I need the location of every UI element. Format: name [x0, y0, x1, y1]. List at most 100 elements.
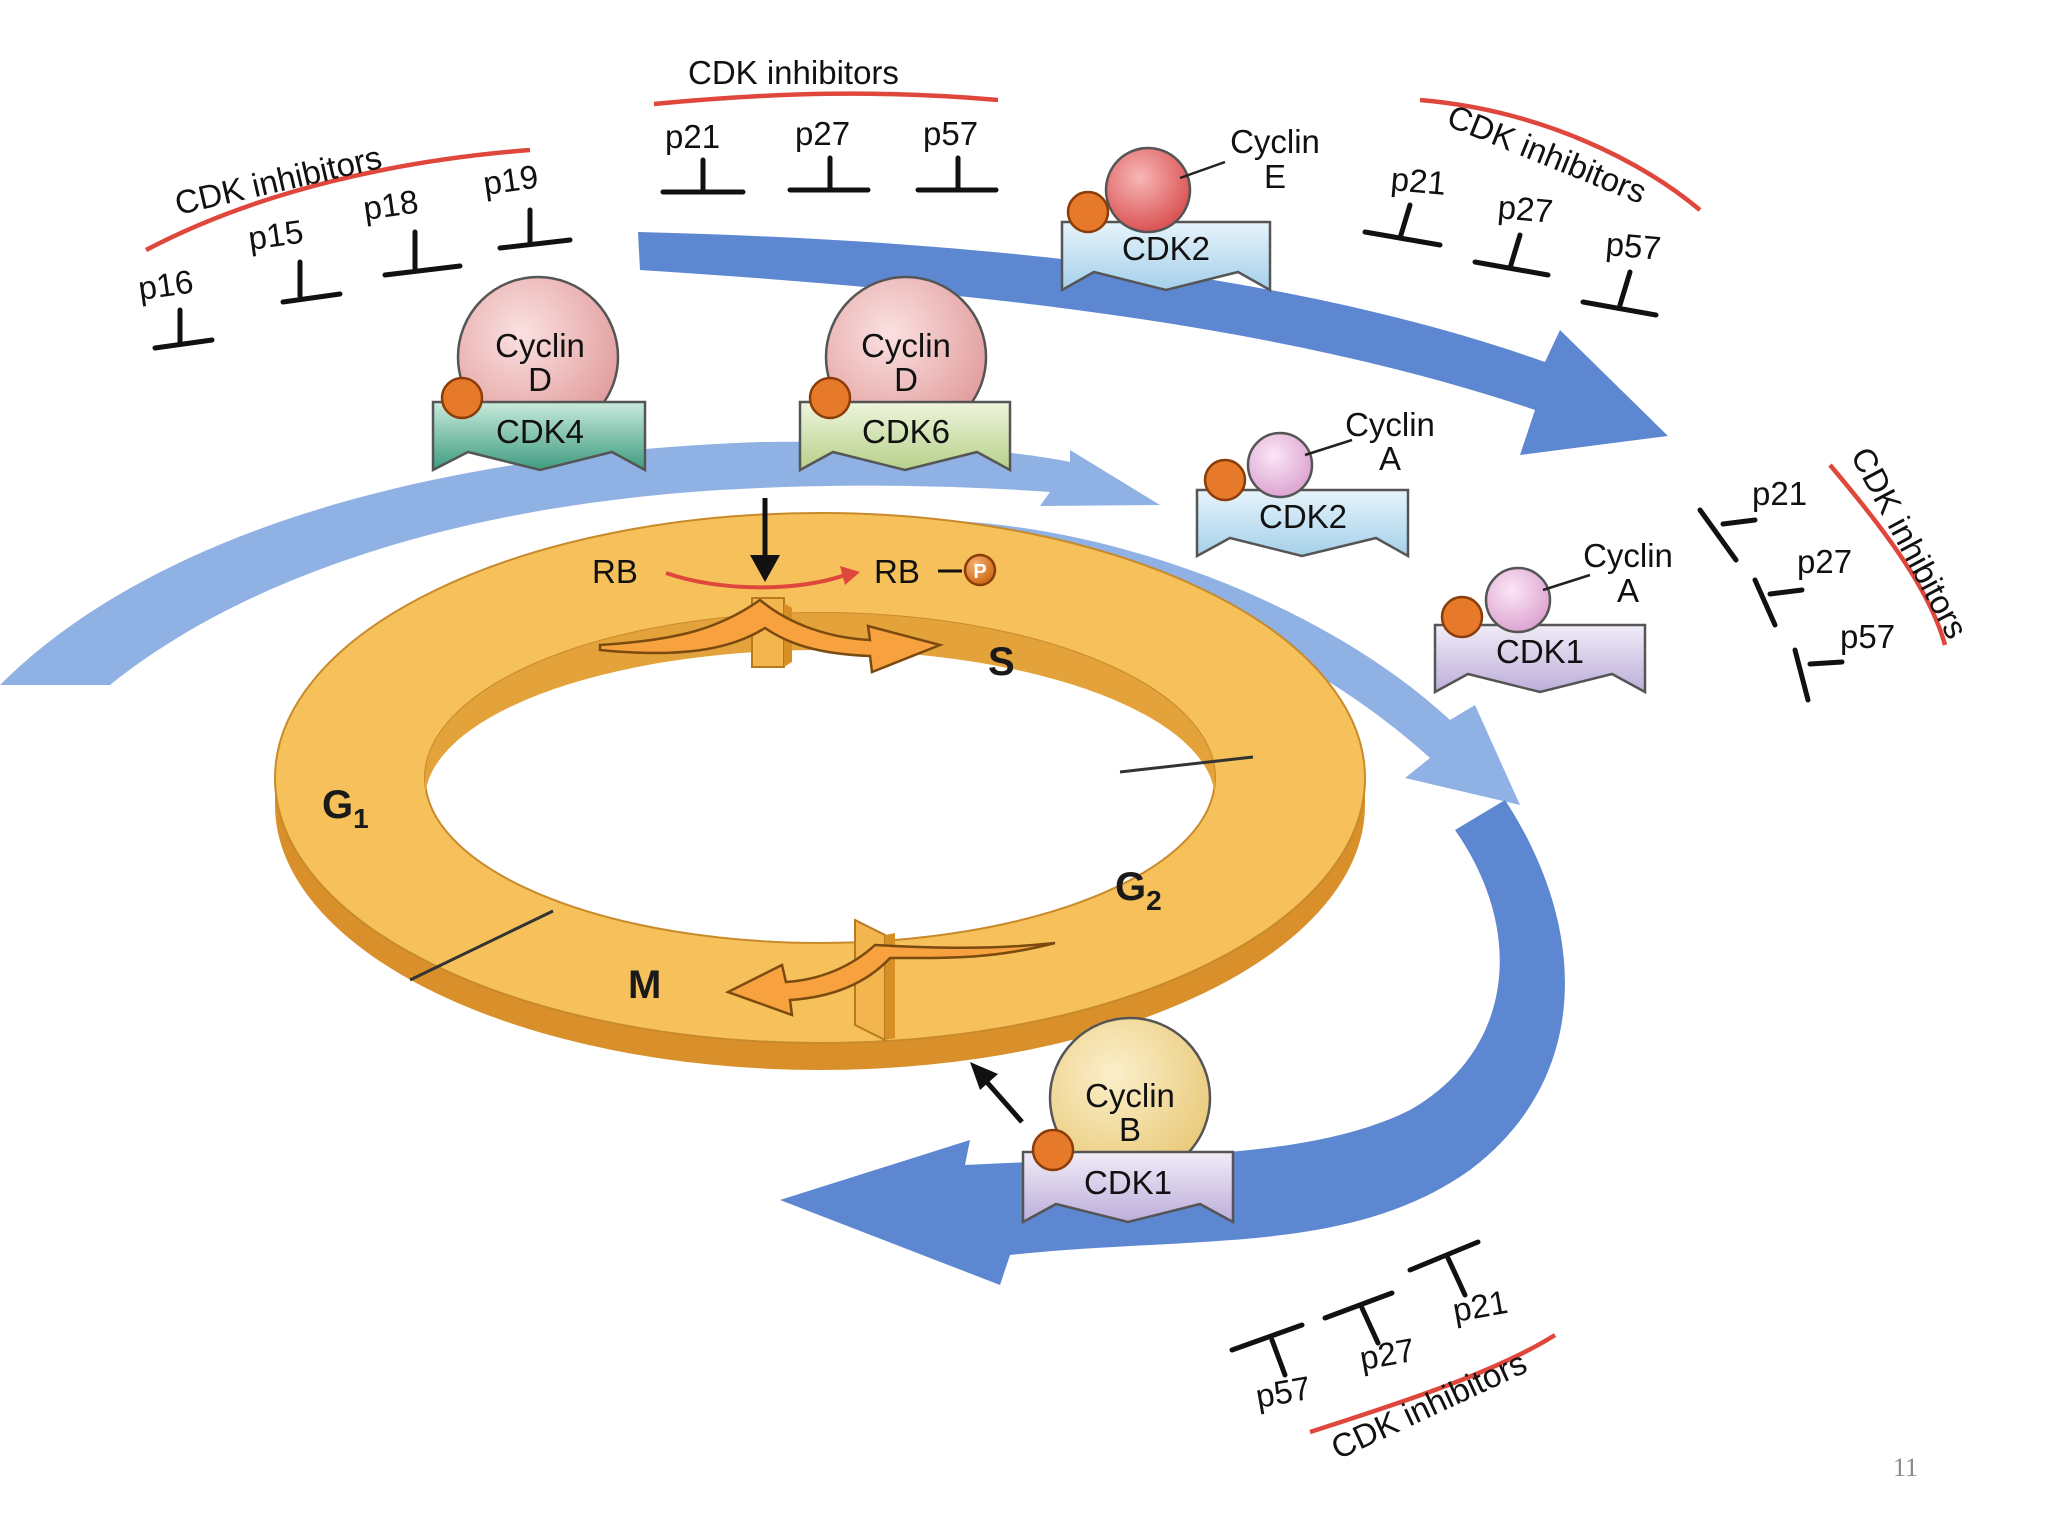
- cyclin-d-1-label-1: Cyclin: [495, 327, 585, 364]
- inhibitor-symbol-icon: [382, 229, 463, 278]
- inhibitor-underline: [653, 91, 999, 107]
- cyclin-a-1-pointer: [1304, 438, 1353, 457]
- cyclin-a-2-pointer: [1542, 573, 1591, 592]
- cdk2-e-label: CDK2: [1122, 230, 1210, 267]
- cyclin-a-1-label-1: Cyclin: [1345, 406, 1435, 443]
- divider-g1-m: [409, 909, 554, 982]
- inhibitor-symbol-icon: [1362, 202, 1443, 248]
- inhibitor-underline: [1419, 97, 1702, 212]
- cyclin-a-1-label-2: A: [1379, 440, 1401, 477]
- inhibitor-symbol-icon: [497, 207, 573, 251]
- inhibitor-symbol-icon: [1752, 577, 1805, 628]
- phase-s-label: S: [988, 640, 1015, 684]
- s-phase-arrow: [598, 598, 944, 674]
- inhibitor-p57: p57: [1604, 225, 1662, 267]
- inhibitor-group-title: CDK inhibitors: [171, 138, 385, 221]
- inhibitor-group-title: CDK inhibitors: [688, 54, 899, 91]
- complex-cdk2-cyclin-a: Cyclin A CDK2: [1195, 406, 1435, 559]
- page-number: 11: [1893, 1453, 1918, 1482]
- m-entry-arrow-head: [970, 1062, 998, 1090]
- rb-down-arrow-head: [750, 555, 780, 582]
- inhibitor-symbol-icon: [1472, 232, 1551, 278]
- inhibitors-bottom: CDK inhibitors p57 p27 p21: [1229, 1239, 1557, 1467]
- inhibitor-group-title: CDK inhibitors: [1844, 441, 1976, 645]
- complex-cdk2-cyclin-e: Cyclin E CDK2: [1060, 123, 1320, 293]
- phosphate-label: P: [973, 561, 986, 583]
- cyclin-d-1-label-2: D: [528, 361, 552, 398]
- inhibitor-symbol-icon: [1407, 1239, 1481, 1298]
- ring-top: [273, 512, 1367, 1044]
- complex-cdk1-cyclin-a: Cyclin A CDK1: [1433, 537, 1673, 695]
- phospho-dot-icon: [1031, 1128, 1075, 1172]
- cdk2-a-label: CDK2: [1259, 498, 1347, 535]
- inhibitor-symbol-icon: [152, 307, 215, 351]
- inhibitor-p57: p57: [1840, 618, 1895, 655]
- cdk6-box: [798, 400, 1012, 473]
- complex-cdk6-cyclin-d: Cyclin D CDK6: [798, 275, 1012, 473]
- cyclin-e-label-1: Cyclin: [1230, 123, 1320, 160]
- inhibitor-p15: p15: [246, 213, 306, 257]
- inhibitor-underline: [1828, 463, 1948, 646]
- m-phase-arrow: [724, 941, 1056, 1017]
- phospho-dot-icon: [440, 376, 484, 420]
- phase-g1-label: G1: [322, 783, 369, 834]
- inhibitors-right: CDK inhibitors p21 p27 p57: [1697, 441, 1976, 703]
- cyclin-a-2-label-1: Cyclin: [1583, 537, 1673, 574]
- cdk2-a-box: [1195, 488, 1410, 559]
- phospho-dot-icon: [1440, 595, 1484, 639]
- cyclin-a-1-icon: [1246, 431, 1314, 499]
- cyclin-e-icon: [1104, 146, 1192, 234]
- m-entry-arrow-shaft: [983, 1078, 1024, 1124]
- inhibitor-symbol-icon: [280, 259, 343, 305]
- cyclin-a-2-label-2: A: [1617, 572, 1639, 609]
- arrow-left-sweep: [0, 441, 1160, 685]
- phospho-dot-icon: [1066, 190, 1110, 234]
- inhibitor-p18: p18: [361, 183, 421, 227]
- inhibitor-symbol-icon: [660, 157, 746, 195]
- cdk1-a-label: CDK1: [1496, 633, 1584, 670]
- cdk1-a-box: [1433, 623, 1647, 695]
- phase-g2-label: G2: [1115, 865, 1162, 916]
- cyclin-d-2-label-1: Cyclin: [861, 327, 951, 364]
- complex-cdk4-cyclin-d: Cyclin D CDK4: [431, 275, 647, 473]
- inhibitor-p21: p21: [1752, 475, 1807, 512]
- divider-s-g2: [1119, 755, 1254, 774]
- phase-m-label: M: [628, 963, 661, 1007]
- cdk4-label: CDK4: [496, 413, 584, 450]
- inhibitor-p21: p21: [665, 118, 720, 155]
- cdk1-b-label: CDK1: [1084, 1164, 1172, 1201]
- inhibitor-p16: p16: [136, 263, 196, 307]
- inhibitor-symbol-icon: [1229, 1322, 1305, 1378]
- phospho-dot-icon: [808, 376, 852, 420]
- cdk6-label: CDK6: [862, 413, 950, 450]
- inhibitor-symbol-icon: [1322, 1290, 1395, 1346]
- cyclin-b-label-2: B: [1119, 1111, 1141, 1148]
- inhibitors-top-right: CDK inhibitors p21 p27 p57: [1362, 97, 1702, 318]
- inhibitor-p27: p27: [1357, 1331, 1418, 1377]
- phospho-dot-icon: [1203, 458, 1247, 502]
- inhibitor-underline: [144, 147, 531, 252]
- rb-red-arrow-head: [840, 566, 860, 585]
- rb-p-label: RB: [874, 553, 920, 590]
- inhibitor-p21: p21: [1450, 1283, 1511, 1329]
- phosphate-icon: [963, 553, 997, 587]
- inhibitor-symbol-icon: [1580, 269, 1659, 318]
- cyclin-b-label-1: Cyclin: [1085, 1077, 1175, 1114]
- inhibitor-underline: [1309, 1333, 1557, 1435]
- inhibitor-symbol-icon: [1792, 647, 1845, 703]
- ring-inner-wall: [425, 613, 1215, 800]
- rb-label: RB: [592, 553, 638, 590]
- cyclin-e-label-2: E: [1264, 158, 1286, 195]
- inhibitor-symbol-icon: [915, 155, 999, 193]
- inhibitor-p27: p27: [1496, 188, 1554, 230]
- inhibitor-p27: p27: [1797, 543, 1852, 580]
- inhibitor-group-title: CDK inhibitors: [1325, 1344, 1532, 1467]
- cell-cycle-ring: G1 S G2 M: [273, 512, 1367, 1070]
- inhibitor-p27: p27: [795, 115, 850, 152]
- arrow-right-bottom-arc: [780, 800, 1565, 1285]
- inhibitor-p21: p21: [1389, 160, 1447, 202]
- inhibitors-top-center: CDK inhibitors p21 p27 p57: [653, 54, 999, 195]
- cyclin-a-2-icon: [1484, 566, 1552, 634]
